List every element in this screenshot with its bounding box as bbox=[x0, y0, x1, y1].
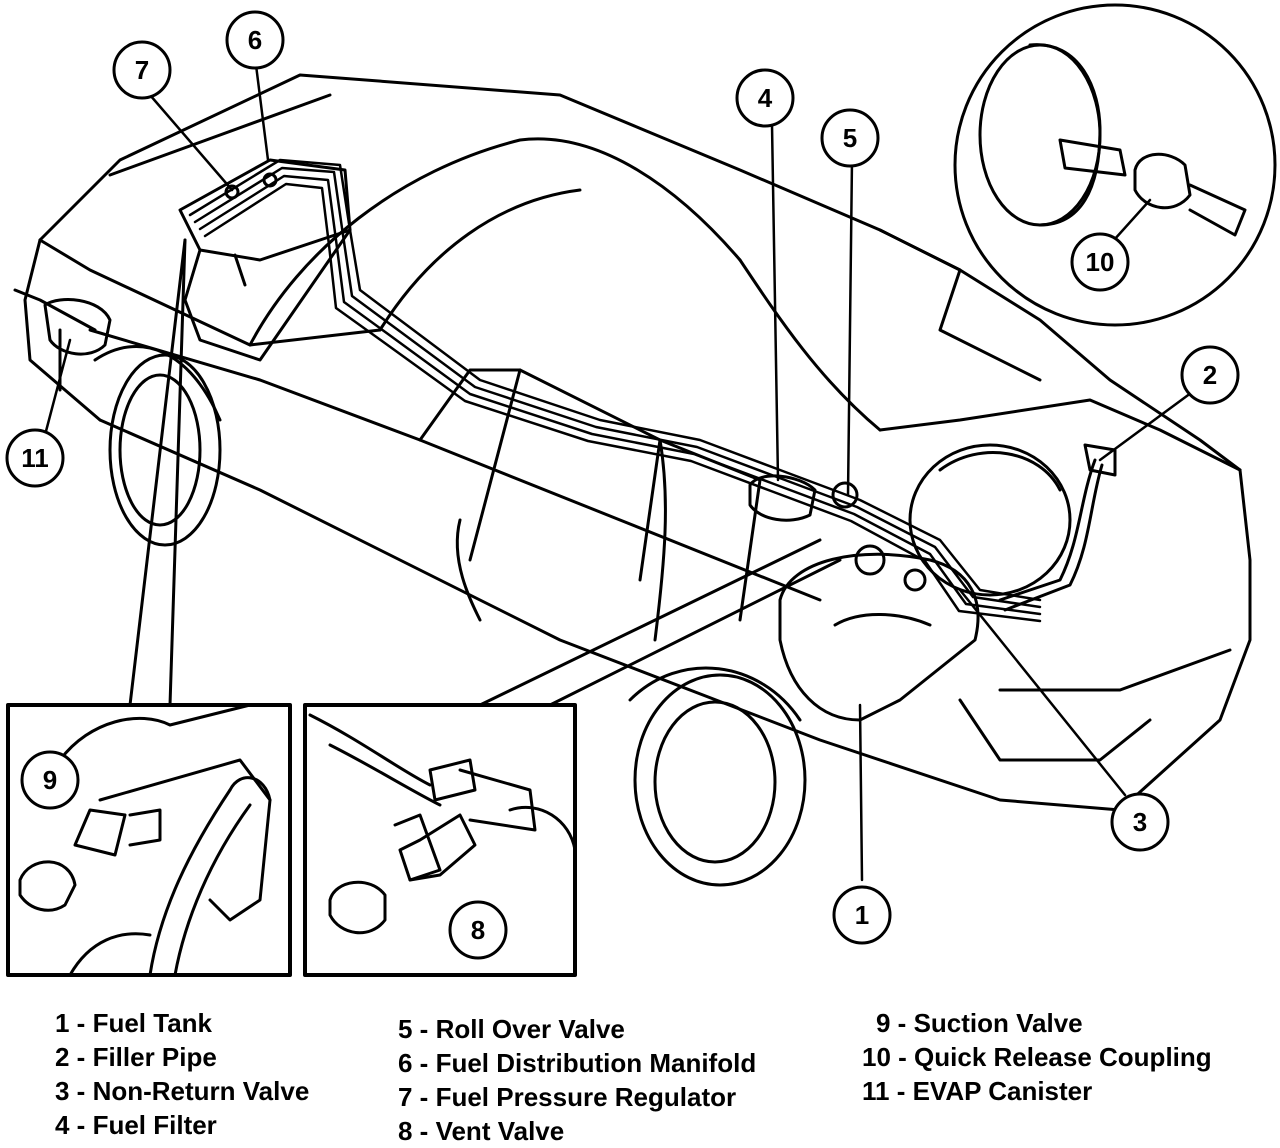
legend-column-3: 9 - Suction Valve 10 - Quick Release Cou… bbox=[862, 1006, 1212, 1108]
fuel-tank-shape bbox=[778, 544, 980, 722]
legend-item-non-return-valve: 3 - Non-Return Valve bbox=[55, 1076, 310, 1106]
rear-wheel bbox=[93, 345, 222, 547]
legend-item-vent-valve: 8 - Vent Valve bbox=[398, 1116, 565, 1146]
leader-lines bbox=[43, 63, 1197, 882]
callout-circle-2 bbox=[1180, 345, 1240, 405]
fuel-system-diagram: 1 2 3 4 5 6 7 8 9 10 11 bbox=[5, 3, 1277, 977]
callout-circle-8 bbox=[448, 900, 508, 960]
callout-label-1: 1 bbox=[855, 900, 869, 930]
rear-manifold-shape bbox=[178, 158, 352, 362]
callout-label-8: 8 bbox=[471, 915, 485, 945]
callout-label-7: 7 bbox=[135, 55, 149, 85]
filler-pipe-shape bbox=[998, 443, 1117, 612]
fuel-lines bbox=[188, 158, 1042, 623]
callout-circle-4 bbox=[735, 68, 795, 128]
legend-item-fuel-distribution-manifold: 6 - Fuel Distribution Manifold bbox=[398, 1048, 757, 1078]
legend-item-quick-release-coupling: 10 - Quick Release Coupling bbox=[862, 1042, 1212, 1072]
callout-circle-9 bbox=[20, 750, 80, 810]
callout-circle-7 bbox=[112, 40, 172, 100]
callout-circle-10 bbox=[1070, 232, 1130, 292]
legend-item-fuel-pressure-regulator: 7 - Fuel Pressure Regulator bbox=[398, 1082, 737, 1112]
canister-shape bbox=[908, 443, 1072, 597]
callout-label-6: 6 bbox=[248, 25, 262, 55]
callout-circle-3 bbox=[1110, 792, 1170, 852]
legend-item-fuel-filter: 4 - Fuel Filter bbox=[55, 1110, 217, 1140]
legend-column-2: 5 - Roll Over Valve 6 - Fuel Distributio… bbox=[398, 1012, 756, 1148]
callout-label-2: 2 bbox=[1203, 360, 1217, 390]
callout-label-3: 3 bbox=[1133, 807, 1147, 837]
callout-circle-11 bbox=[5, 428, 65, 488]
callout-label-10: 10 bbox=[1086, 247, 1115, 277]
legend-item-suction-valve: 9 - Suction Valve bbox=[876, 1008, 1083, 1038]
callout-label-5: 5 bbox=[843, 123, 857, 153]
detail-box-suction-valve bbox=[6, 238, 292, 977]
legend-item-evap-canister: 11 - EVAP Canister bbox=[862, 1076, 1093, 1106]
detail-box-vent-valve bbox=[303, 538, 842, 977]
legend-column-1: 1 - Fuel Tank 2 - Filler Pipe 3 - Non-Re… bbox=[55, 1006, 309, 1142]
callout-circle-6 bbox=[225, 10, 285, 70]
callout-circle-1 bbox=[832, 885, 892, 945]
callout-label-11: 11 bbox=[21, 443, 49, 473]
magnifier-circle bbox=[953, 3, 1277, 327]
legend-item-roll-over-valve: 5 - Roll Over Valve bbox=[398, 1014, 625, 1044]
callout-label-9: 9 bbox=[43, 765, 57, 795]
fuel-filter-shape bbox=[748, 474, 859, 522]
callout-circle-5 bbox=[820, 108, 880, 168]
evap-canister-shape bbox=[43, 298, 112, 392]
legend-item-filler-pipe: 2 - Filler Pipe bbox=[55, 1042, 217, 1072]
front-wheel bbox=[628, 666, 807, 887]
legend-item-fuel-tank: 1 - Fuel Tank bbox=[55, 1008, 212, 1038]
callout-label-4: 4 bbox=[758, 83, 773, 113]
